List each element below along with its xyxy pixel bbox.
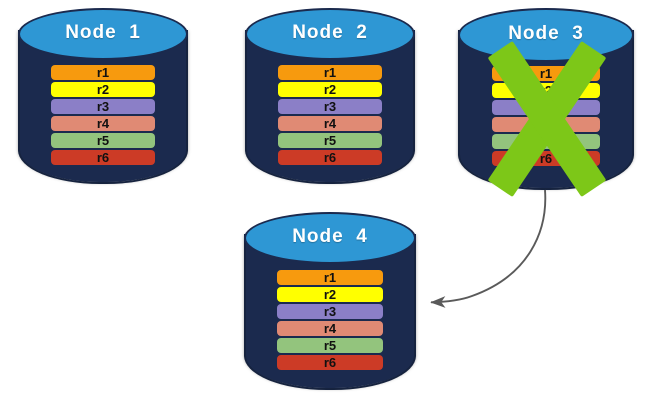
node-2-row-r6[interactable]: r6	[278, 150, 382, 165]
node-4-row-r6[interactable]: r6	[277, 355, 383, 370]
node-2-row-r2[interactable]: r2	[278, 82, 382, 97]
node-4-row-r5[interactable]: r5	[277, 338, 383, 353]
node-2-row-r1[interactable]: r1	[278, 65, 382, 80]
node-1-row-r4[interactable]: r4	[51, 116, 155, 131]
node-2[interactable]: Node 2 r1 r2 r3 r4 r5 r6	[245, 8, 415, 184]
node-3-label: Node 3	[508, 23, 584, 44]
node-1-cylinder-top	[18, 8, 188, 60]
node-1-row-r6[interactable]: r6	[51, 150, 155, 165]
node-4-label: Node 4	[292, 226, 368, 247]
node-4-row-r4[interactable]: r4	[277, 321, 383, 336]
node-4-row-r1[interactable]: r1	[277, 270, 383, 285]
node-4-cylinder-top	[244, 212, 416, 264]
node-2-row-r4[interactable]: r4	[278, 116, 382, 131]
node-1-row-list: r1 r2 r3 r4 r5 r6	[51, 65, 155, 165]
node-2-label: Node 2	[292, 22, 368, 43]
node-1[interactable]: Node 1 r1 r2 r3 r4 r5 r6	[18, 8, 188, 184]
node-3[interactable]: Node 3 r1 r2 r3 r4 r5 r6	[458, 8, 634, 198]
node-1-row-r2[interactable]: r2	[51, 82, 155, 97]
node-2-row-r5[interactable]: r5	[278, 133, 382, 148]
node-1-label: Node 1	[65, 22, 141, 43]
node-4-row-r3[interactable]: r3	[277, 304, 383, 319]
node-2-cylinder-top	[245, 8, 415, 60]
node-2-row-r3[interactable]: r3	[278, 99, 382, 114]
node-2-row-list: r1 r2 r3 r4 r5 r6	[278, 65, 382, 165]
node-4-row-r2[interactable]: r2	[277, 287, 383, 302]
node-1-row-r3[interactable]: r3	[51, 99, 155, 114]
replication-arrow	[430, 189, 547, 308]
node-4-row-list: r1 r2 r3 r4 r5 r6	[277, 270, 383, 370]
node-1-row-r1[interactable]: r1	[51, 65, 155, 80]
node-1-row-r5[interactable]: r5	[51, 133, 155, 148]
